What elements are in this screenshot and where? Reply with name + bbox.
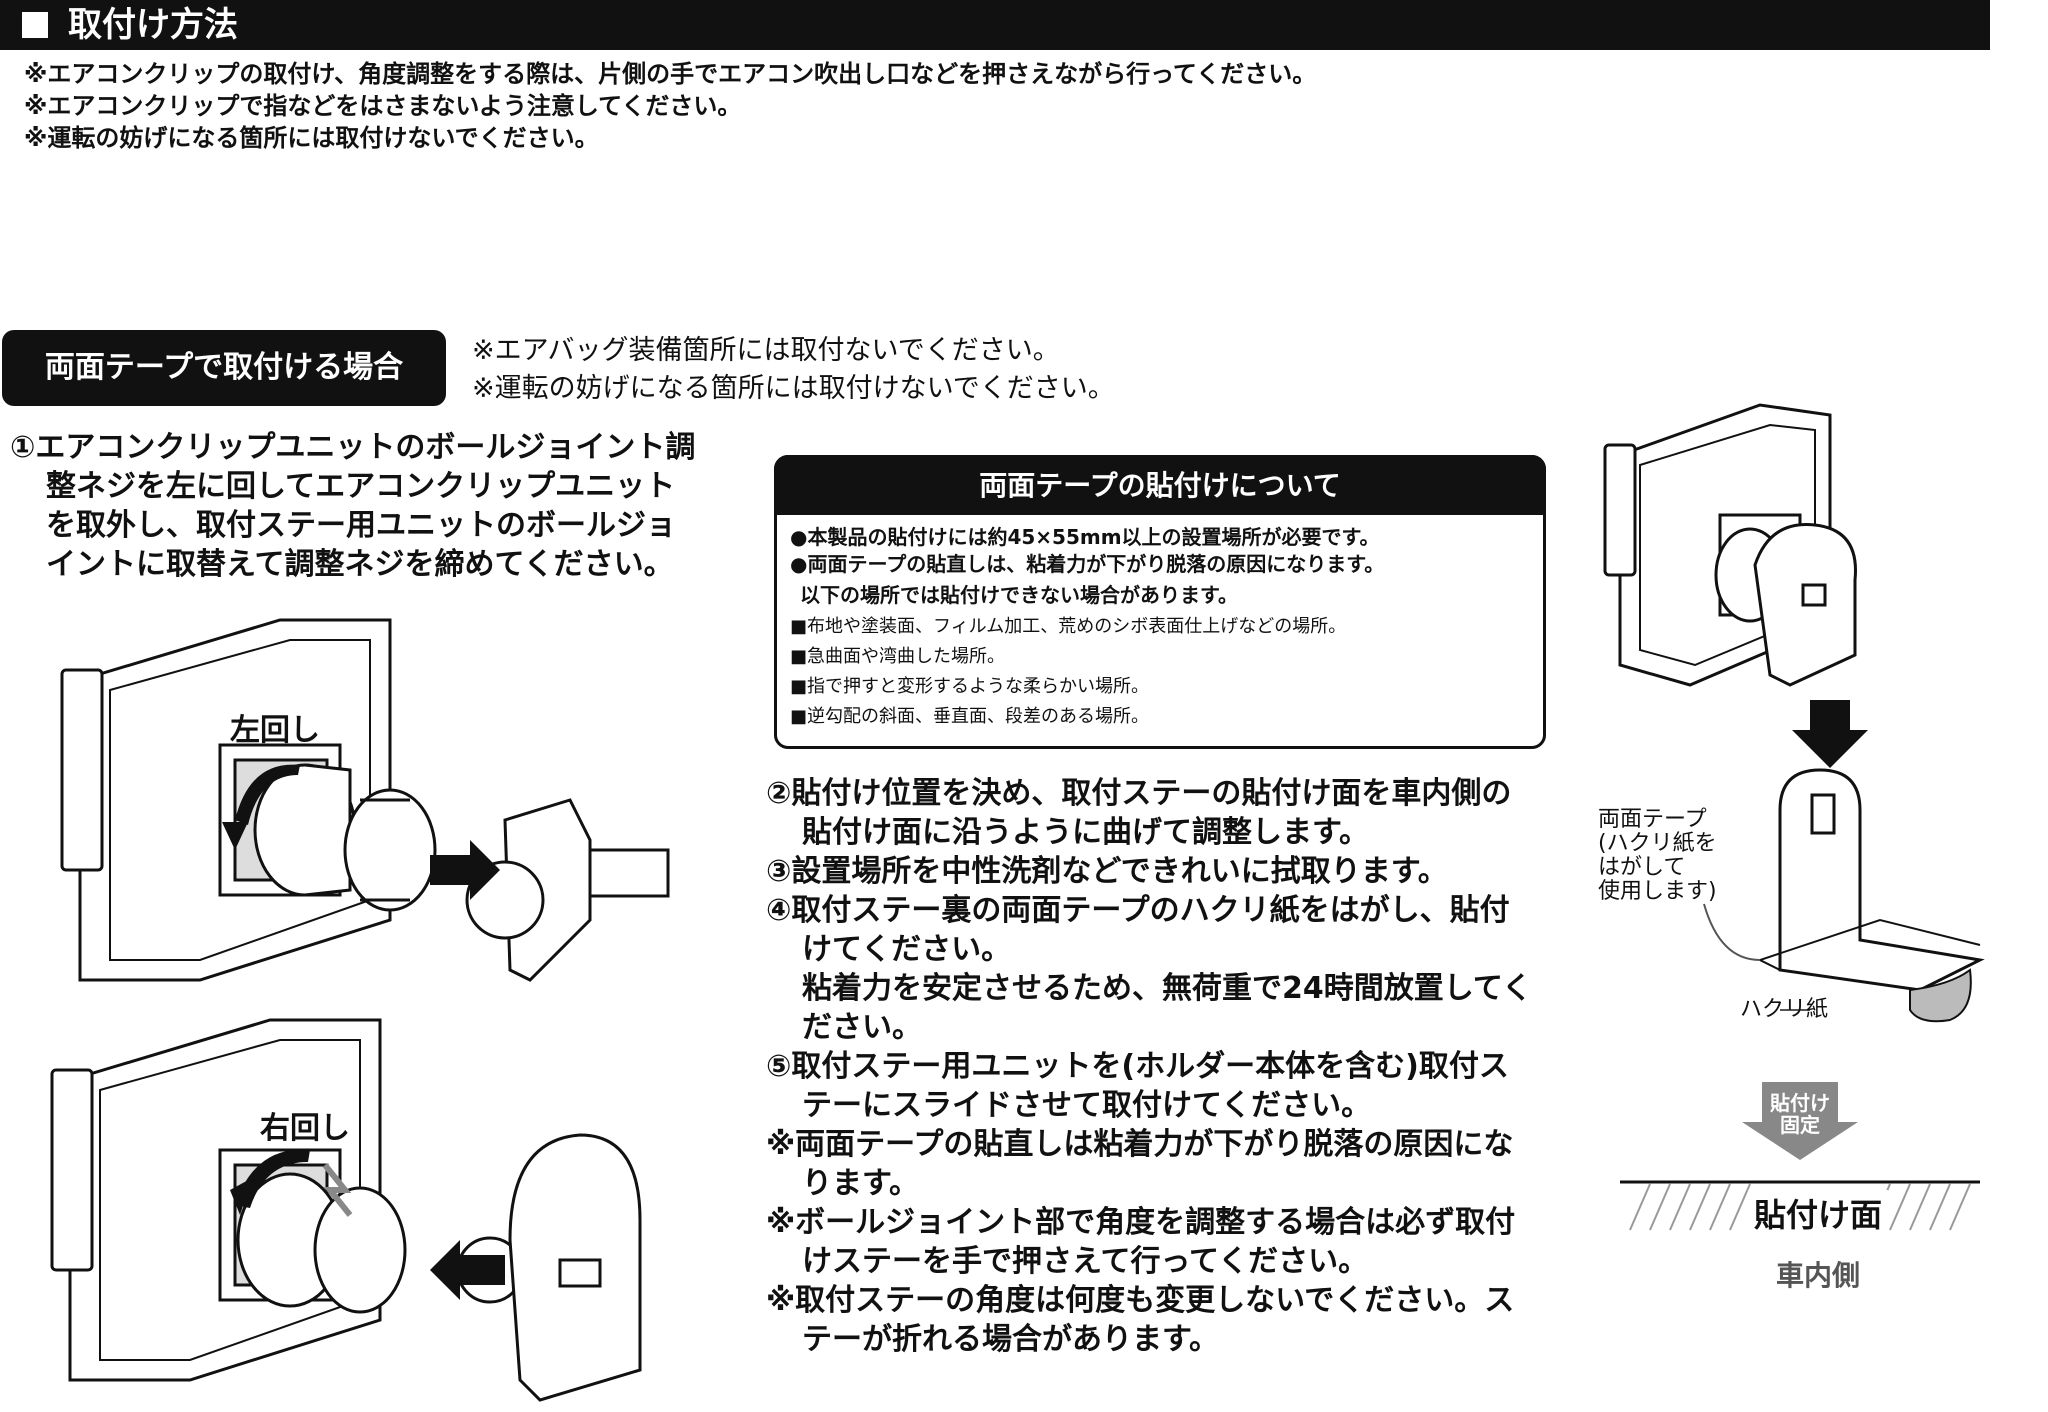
step-line: ⑤取付ステー用ユニットを(ホルダー本体を含む)取付ス (766, 1049, 1509, 1084)
tape-info-bold-line: ●本製品の貼付けには約45×55mm以上の設置場所が必要です。 (790, 525, 1380, 549)
tape-label-line: 両面テープ (1598, 807, 1707, 832)
step-line: ださい。 (802, 1010, 922, 1045)
removal-illustration: 左回し (60, 618, 670, 982)
tape-label-line: (ハクリ紙を (1598, 831, 1717, 856)
caution-note: ※エアコンクリップで指などをはさまないよう注意してください。 (24, 92, 742, 120)
step-line: ③設置場所を中性洗剤などできれいに拭取ります。 (766, 854, 1448, 889)
tape-info-body: ●本製品の貼付けには約45×55mm以上の設置場所が必要です。 ●両面テープの貼… (790, 524, 1530, 732)
square-bullet-icon (22, 12, 48, 38)
right-turn-label: 右回し (260, 1111, 350, 1146)
down-arrow-icon (1792, 700, 1868, 768)
fix-arrow-label: 貼付け 固定 (1770, 1092, 1830, 1136)
tape-info-title: 両面テープの貼付けについて (774, 455, 1546, 515)
step-line: ※取付ステーの角度は何度も変更しないでください。ス (766, 1283, 1515, 1318)
section-notes: ※エアバッグ装備箇所には取付ないでください。 ※運転の妨げになる箇所には取付けな… (472, 332, 1115, 408)
step-1-line: イントに取替えて調整ネジを締めてください。 (46, 547, 674, 582)
step-line: ②貼付け位置を決め、取付ステーの貼付け面を車内側の (766, 776, 1512, 811)
release-paper-label: ハクリ紙 (1740, 997, 1829, 1022)
tape-info-item: ■逆勾配の斜面、垂直面、段差のある場所。 (790, 706, 1150, 727)
fix-arrow-line: 固定 (1780, 1113, 1820, 1137)
step-line: けステーを手で押さえて行ってください。 (802, 1244, 1369, 1279)
tape-info-item: ■指で押すと変形するような柔らかい場所。 (790, 676, 1150, 697)
step-line: ※ボールジョイント部で角度を調整する場合は必ず取付 (766, 1205, 1516, 1240)
caution-note: ※エアコンクリップの取付け、角度調整をする際は、片側の手でエアコン吹出し口などを… (24, 60, 1317, 88)
tape-info-bold-line: ●両面テープの貼直しは、粘着力が下がり脱落の原因になります。 (790, 552, 1385, 576)
tape-info-item: ■布地や塗装面、フィルム加工、荒めのシボ表面仕上げなどの場所。 (790, 616, 1347, 637)
step-1-text: ①エアコンクリップユニットのボールジョイント調 整ネジを左に回してエアコンクリッ… (10, 428, 696, 584)
step-line: ります。 (802, 1166, 919, 1201)
holder-with-stay-illustration (1603, 403, 1857, 687)
step-1-line: を取外し、取付ステー用ユニットのボールジョ (46, 508, 676, 543)
tape-info-item: ■急曲面や湾曲した場所。 (790, 646, 1006, 667)
page-title: 取付け方法 (68, 5, 238, 45)
interior-label: 車内側 (1776, 1259, 1861, 1292)
caution-note: ※運転の妨げになる箇所には取付けないでください。 (24, 124, 599, 152)
step-line: ④取付ステー裏の両面テープのハクリ紙をはがし、貼付 (766, 893, 1510, 928)
attach-illustration: 右回し (50, 1018, 642, 1402)
tape-info-subheading: 以下の場所では貼付けできない場合があります。 (800, 583, 1238, 607)
tape-label: 両面テープ (ハクリ紙を はがして 使用します) (1598, 808, 1717, 904)
leader-lines (1703, 903, 1810, 1011)
step-1-line: ①エアコンクリップユニットのボールジョイント調 (10, 430, 696, 465)
step-line: テーが折れる場合があります。 (802, 1322, 1219, 1357)
fix-arrow-line: 貼付け (1770, 1091, 1830, 1115)
surface-label: 貼付け面 (1748, 1190, 1889, 1236)
step-line: ※両面テープの貼直しは粘着力が下がり脱落の原因にな (766, 1127, 1514, 1162)
section-note: ※エアバッグ装備箇所には取付ないでください。 (472, 335, 1060, 366)
header-bar (0, 0, 1990, 50)
section-label: 両面テープで取付ける場合 (2, 330, 446, 406)
caution-notes: ※エアコンクリップの取付け、角度調整をする際は、片側の手でエアコン吹出し口などを… (24, 58, 1316, 154)
steps-list: ②貼付け位置を決め、取付ステーの貼付け面を車内側の 貼付け面に沿うように曲げて調… (766, 774, 1556, 1359)
step-line: けてください。 (802, 932, 1012, 967)
left-turn-label: 左回し (230, 713, 320, 748)
section-note: ※運転の妨げになる箇所には取付けないでください。 (472, 373, 1115, 404)
stay-tape-illustration (1757, 768, 1985, 1023)
step-line: 貼付け面に沿うように曲げて調整します。 (802, 815, 1369, 850)
fix-arrow-icon (1742, 1082, 1858, 1160)
tape-label-line: 使用します) (1598, 879, 1717, 904)
step-line: 粘着力を安定させるため、無荷重で24時間放置してく (802, 971, 1532, 1006)
step-line: テーにスライドさせて取付けてください。 (802, 1088, 1372, 1123)
step-1-line: 整ネジを左に回してエアコンクリップユニット (46, 469, 676, 504)
tape-label-line: はがして (1598, 855, 1686, 880)
